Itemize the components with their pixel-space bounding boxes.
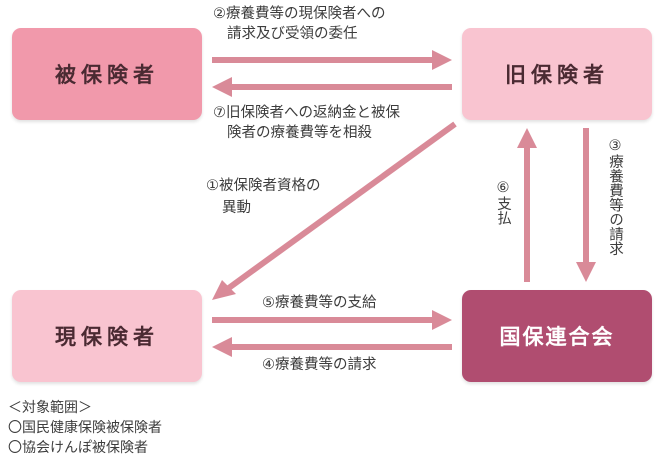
arrowhead-e3 xyxy=(576,262,596,282)
arrow-e1 xyxy=(224,121,457,293)
label-e3: ③療養費等の請求 xyxy=(607,138,623,256)
arrowhead-e5 xyxy=(432,310,452,330)
label-e6: ⑥支払 xyxy=(495,180,511,225)
scope-item-2: 〇協会けんぽ被保険者 xyxy=(8,440,148,456)
arrowhead-e7 xyxy=(212,77,232,97)
node-union: 国保連合会 xyxy=(462,290,652,382)
node-current-insurer: 現保険者 xyxy=(12,290,202,382)
scope-note: ＜対象範囲＞ 〇国民健康保険被保険者 〇協会けんぽ被保険者 xyxy=(8,398,162,458)
arrowhead-e6 xyxy=(517,128,537,148)
label-e2-line2: 請求及び受領の委任 xyxy=(227,26,358,42)
arrowhead-e2 xyxy=(432,50,452,70)
node-old-insurer: 旧保険者 xyxy=(462,28,652,120)
label-e7-line1: ⑦旧保険者への返納金と被保 xyxy=(213,105,400,121)
scope-item-1: 〇国民健康保険被保険者 xyxy=(8,420,162,436)
label-e4: ④療養費等の請求 xyxy=(262,357,377,373)
label-e7-line2: 険者の療養費等を相殺 xyxy=(227,125,372,141)
label-e1-line1: ①被保険者資格の xyxy=(206,178,321,194)
label-e2-line1: ②療養費等の現保険者への xyxy=(213,6,386,22)
arrowhead-e4 xyxy=(212,337,232,357)
label-e5: ⑤療養費等の支給 xyxy=(262,295,377,311)
scope-title: ＜対象範囲＞ xyxy=(8,400,92,416)
arrowhead-e1 xyxy=(212,280,236,300)
node-insured: 被保険者 xyxy=(12,28,202,120)
label-e1-line2: 異動 xyxy=(222,200,251,216)
